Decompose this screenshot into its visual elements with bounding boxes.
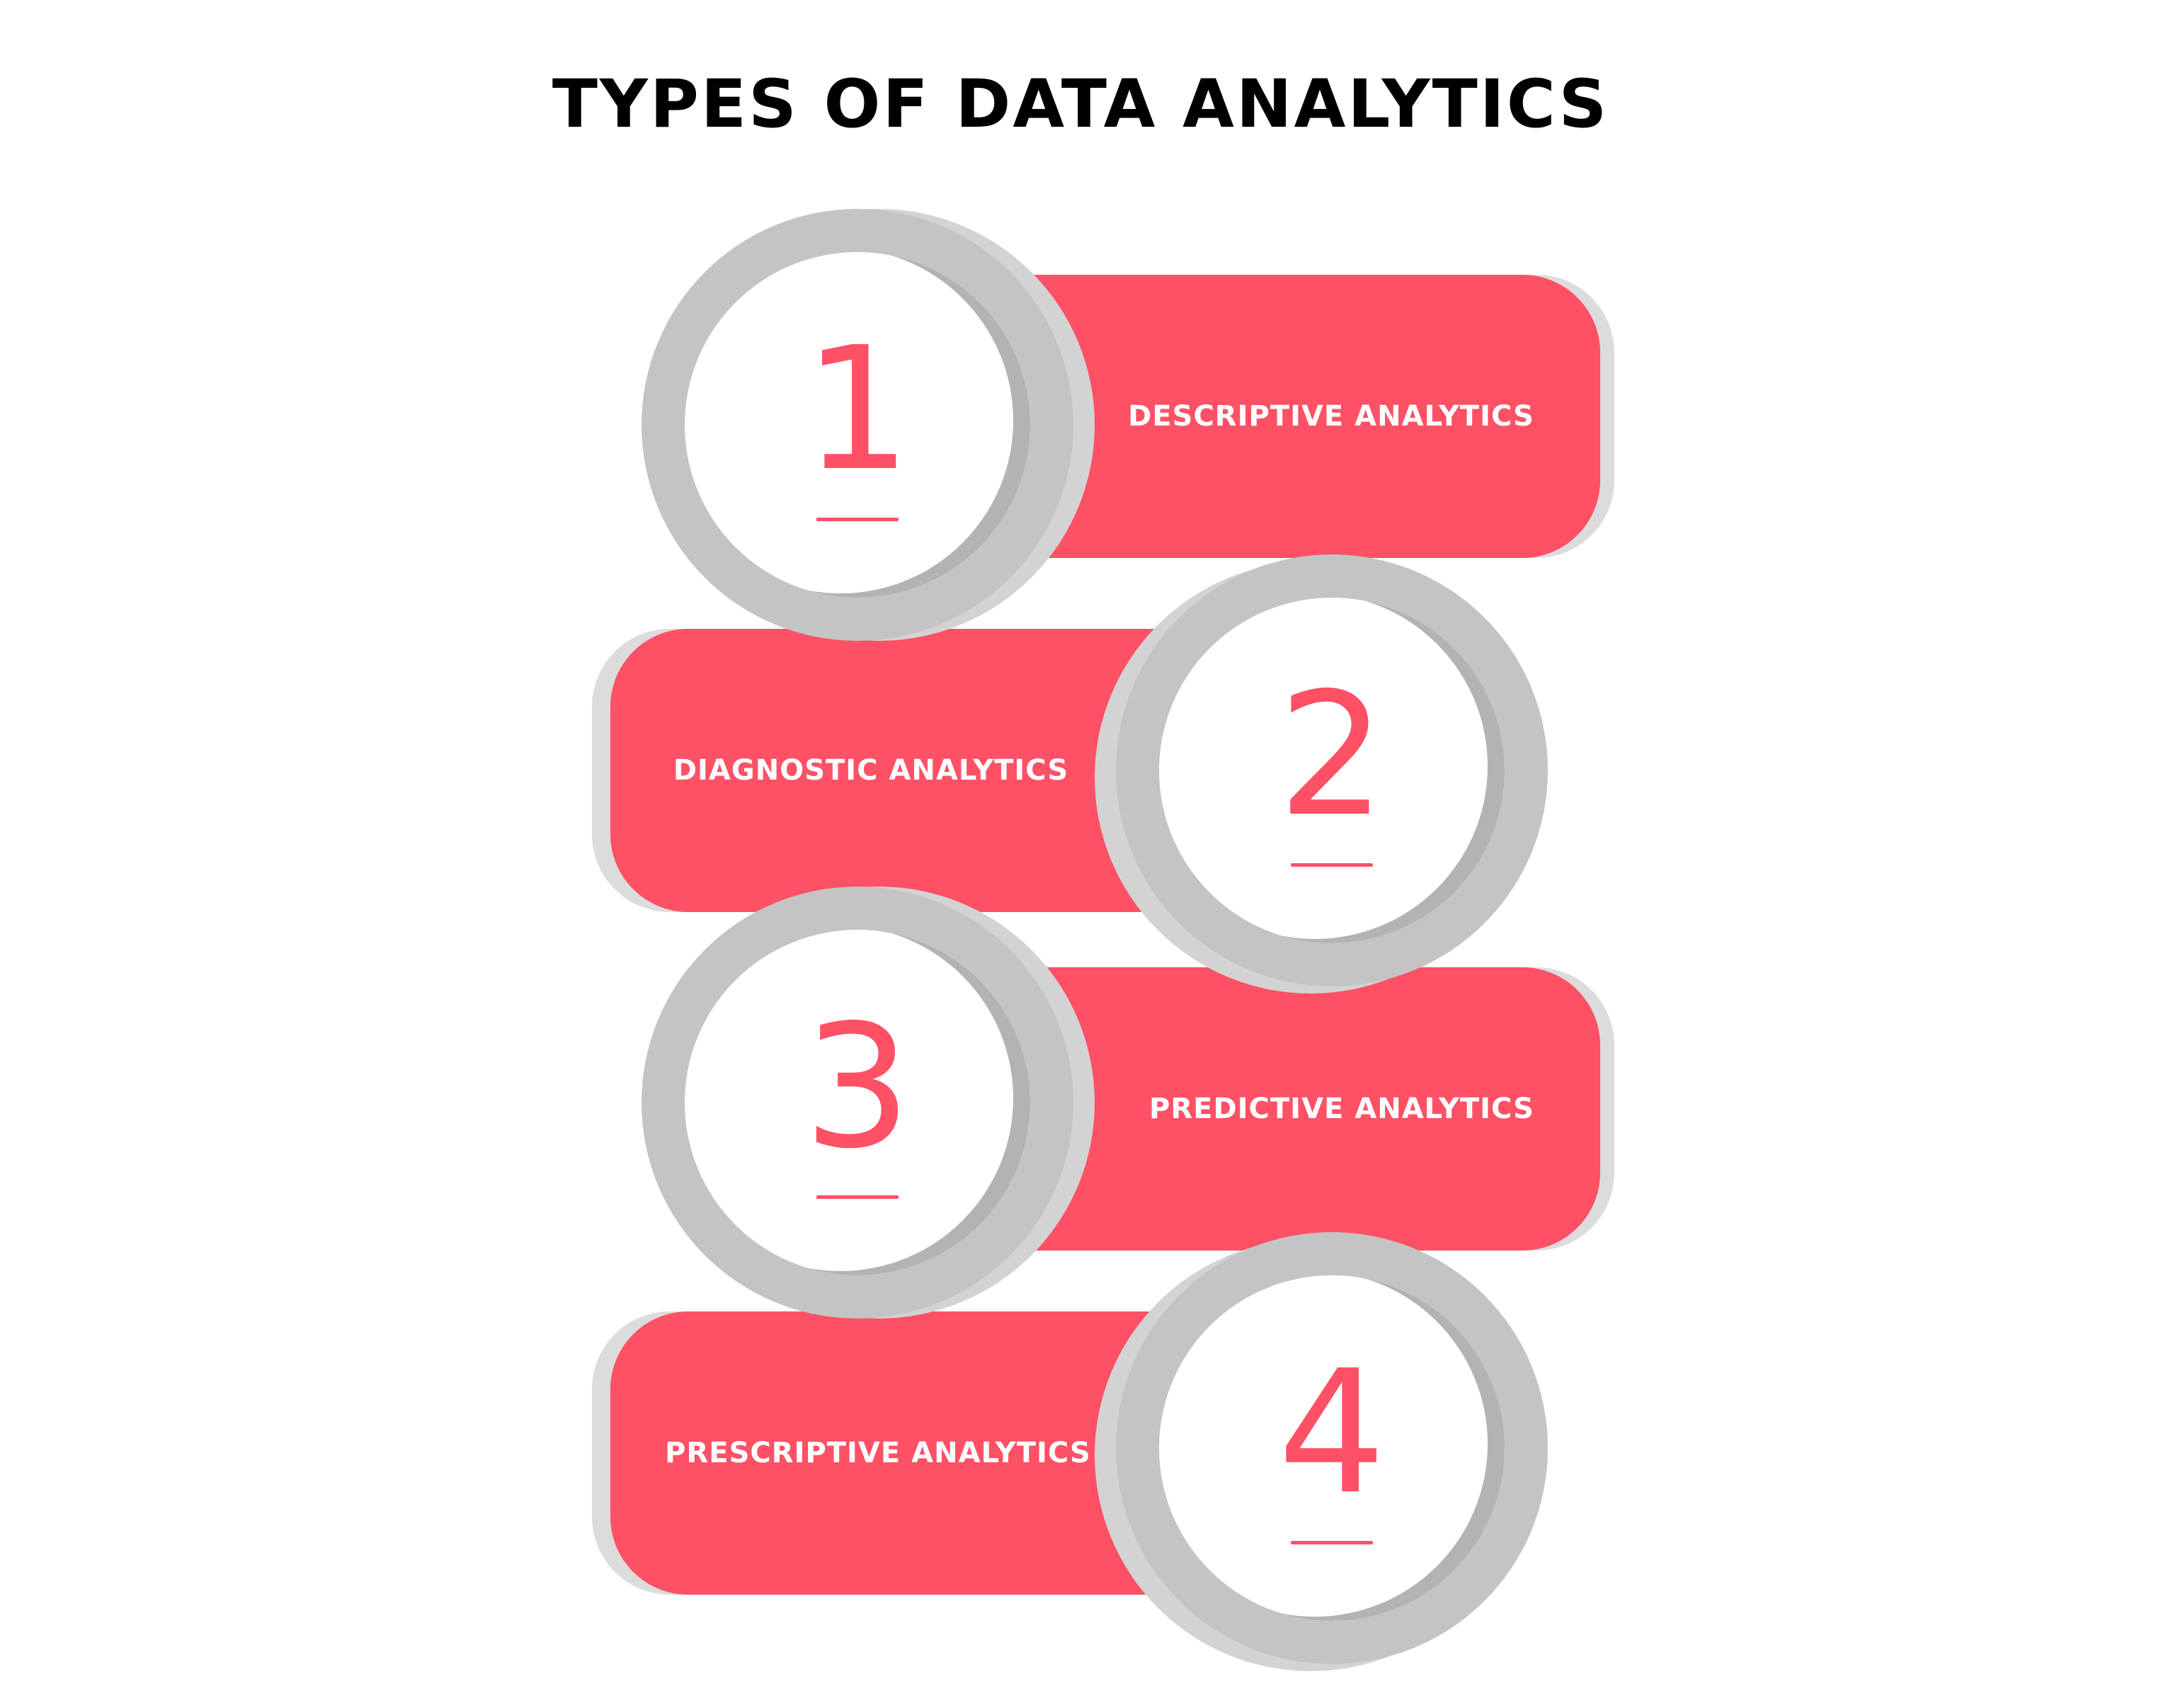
- step-2-underline: [1291, 863, 1373, 867]
- step-1-circle: 1: [642, 209, 1073, 641]
- step-4-label: PRESCRIPTIVE ANALYTICS: [665, 1437, 1091, 1469]
- step-2-circle: 2: [1116, 554, 1548, 986]
- step-3-circle: 3: [642, 887, 1073, 1319]
- step-1-underline: [816, 518, 899, 521]
- step-1-label: DESCRIPTIVE ANALYTICS: [1128, 400, 1534, 433]
- step-2-label: DIAGNOSTIC ANALYTICS: [673, 754, 1069, 787]
- step-4-circle-inner: 4: [1159, 1275, 1505, 1621]
- step-1-number: 1: [803, 310, 912, 508]
- step-3-label: PREDICTIVE ANALYTICS: [1149, 1093, 1534, 1125]
- step-4-number: 4: [1277, 1333, 1386, 1532]
- step-4-circle: 4: [1116, 1232, 1548, 1664]
- step-2-circle-inner: 2: [1159, 598, 1505, 943]
- diagram-title: TYPES OF DATA ANALYTICS: [552, 66, 1609, 143]
- step-4-underline: [1291, 1541, 1373, 1544]
- step-3-underline: [816, 1195, 899, 1199]
- step-3-circle-inner: 3: [685, 930, 1030, 1275]
- step-1-circle-inner: 1: [685, 252, 1030, 598]
- step-3-number: 3: [803, 988, 912, 1186]
- step-2-number: 2: [1277, 656, 1386, 854]
